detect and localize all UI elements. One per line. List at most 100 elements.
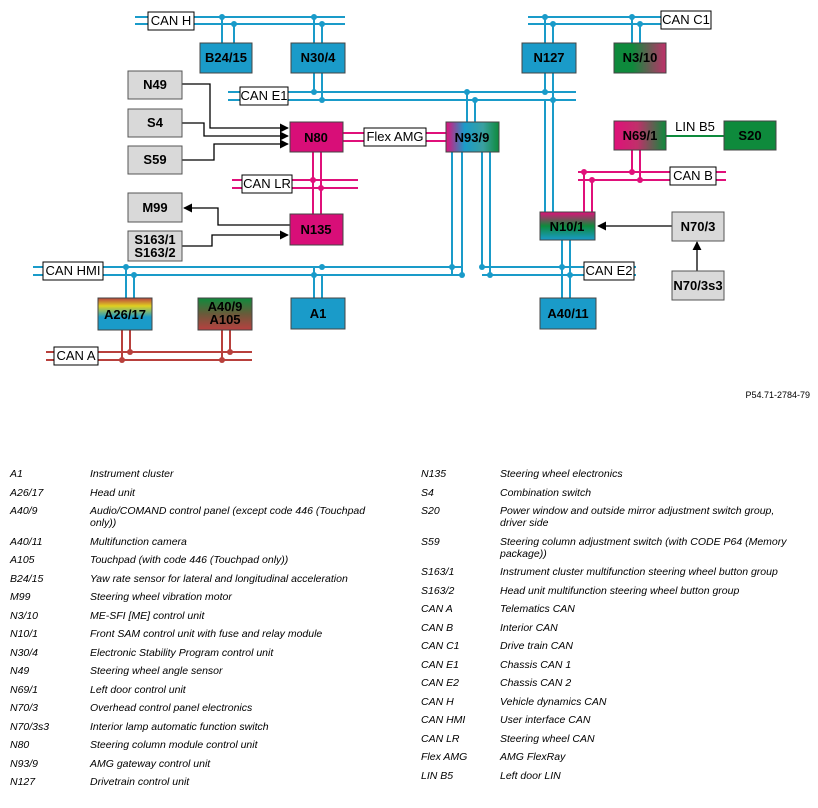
legend-code: A1 <box>10 468 23 480</box>
legend-code: CAN HMI <box>421 714 466 726</box>
legend-description: Yaw rate sensor for lateral and longitud… <box>90 572 348 585</box>
svg-text:N80: N80 <box>304 130 328 145</box>
legend-description: Drive train CAN <box>500 640 573 652</box>
legend-description: Instrument cluster multifunction steerin… <box>500 566 778 578</box>
legend-code: N49 <box>10 665 30 677</box>
legend-description: ME-SFI [ME] control unit <box>90 609 205 622</box>
node-n10-1: N10/1 <box>539 211 596 241</box>
junction-dots <box>119 14 643 363</box>
legend-description: Left door LIN <box>500 769 561 782</box>
lin-b5-label: LIN B5 <box>675 119 715 134</box>
node-n69-1: N69/1 <box>613 120 667 151</box>
node-s4: S4 <box>127 108 183 138</box>
can-a-label: CAN A <box>53 346 99 366</box>
svg-text:N135: N135 <box>300 222 331 237</box>
n49-to-n80-wire <box>182 83 289 133</box>
node-n93-9: N93/9 <box>445 121 500 153</box>
signal-wires <box>182 83 702 272</box>
legend-description: AMG gateway control unit <box>90 757 211 770</box>
legend-code: CAN A <box>421 603 453 615</box>
legend-code: N10/1 <box>10 628 39 640</box>
legend-code: A40/9 <box>10 505 38 517</box>
legend-code: CAN H <box>421 695 454 708</box>
node-m99: M99 <box>127 192 183 223</box>
legend-entry: S4 Combination switch <box>421 487 811 499</box>
svg-text:S59: S59 <box>143 152 166 167</box>
legend-description: Steering column module control unit <box>90 739 258 751</box>
legend-code: CAN C1 <box>421 640 460 652</box>
svg-text:CAN LR: CAN LR <box>243 176 291 191</box>
legend-entry: N49 Steering wheel angle sensor <box>10 665 410 677</box>
node-a40-9-a105: A40/9 A105 <box>197 297 253 331</box>
legend-description: Head unit <box>90 486 135 499</box>
legend-description: Steering wheel angle sensor <box>90 665 223 677</box>
legend-code: S20 <box>421 505 440 517</box>
svg-text:N30/4: N30/4 <box>301 50 336 65</box>
legend-code: Flex AMG <box>421 751 468 763</box>
node-b24-15: B24/15 <box>199 42 253 74</box>
svg-text:M99: M99 <box>142 200 167 215</box>
node-s163: S163/1 S163/2 <box>127 230 183 262</box>
legend-description: AMG FlexRay <box>500 751 566 763</box>
legend-description: Interior lamp automatic function switch <box>90 720 269 733</box>
legend-code: A40/11 <box>10 535 43 548</box>
legend-code: CAN B <box>421 621 454 634</box>
node-n3-10: N3/10 <box>613 42 667 74</box>
node-a1: A1 <box>290 297 346 330</box>
svg-text:CAN E1: CAN E1 <box>241 88 288 103</box>
legend-entry: Flex AMG AMG FlexRay <box>421 751 811 763</box>
legend-description: Head unit multifunction steering wheel b… <box>500 584 740 597</box>
can-c1-label: CAN C1 <box>660 10 712 30</box>
node-n135: N135 <box>289 213 344 246</box>
legend-code: CAN E2 <box>421 677 459 689</box>
legend-description: Telematics CAN <box>500 603 575 615</box>
svg-text:LIN B5: LIN B5 <box>675 119 715 134</box>
node-n30-4: N30/4 <box>290 42 346 74</box>
svg-text:N10/1: N10/1 <box>550 219 585 234</box>
node-s20: S20 <box>723 120 777 151</box>
svg-text:CAN A: CAN A <box>56 348 95 363</box>
legend-code: S4 <box>421 486 434 499</box>
s59-to-n80-wire <box>182 139 289 161</box>
svg-text:CAN HMI: CAN HMI <box>46 263 101 278</box>
legend-description: Power window and outside mirror adjustme… <box>500 505 775 529</box>
legend-code: N3/10 <box>10 609 39 622</box>
legend-code: N69/1 <box>10 683 39 696</box>
bus-lines <box>33 16 726 361</box>
s4-to-n80-wire <box>182 122 289 141</box>
figure-reference: P54.71-2784-79 <box>745 390 810 400</box>
svg-text:N3/10: N3/10 <box>623 50 658 65</box>
svg-text:N70/3s3: N70/3s3 <box>673 278 722 293</box>
node-a40-9-label: A40/9 <box>208 299 243 314</box>
legend-code: S163/1 <box>421 566 455 578</box>
can-hmi-label: CAN HMI <box>42 261 104 281</box>
svg-text:N70/3: N70/3 <box>681 219 716 234</box>
can-e1-label: CAN E1 <box>239 86 289 106</box>
legend-entry: S20 Power window and outside mirror adjus… <box>421 505 811 529</box>
legend-description: Combination switch <box>500 486 592 499</box>
node-n70-3: N70/3 <box>671 211 725 242</box>
node-s163-2-label: S163/2 <box>134 245 175 260</box>
node-s163-1-label: S163/1 <box>134 232 175 247</box>
n135-to-m99-wire <box>183 203 290 226</box>
svg-text:CAN H: CAN H <box>151 13 191 28</box>
legend-description: Audio/COMAND control panel (except code … <box>90 505 366 529</box>
node-a105-label: A105 <box>209 312 240 327</box>
can-e2-label: CAN E2 <box>583 261 635 281</box>
can-h-label: CAN H <box>147 11 195 31</box>
legend-code: N80 <box>10 739 30 751</box>
